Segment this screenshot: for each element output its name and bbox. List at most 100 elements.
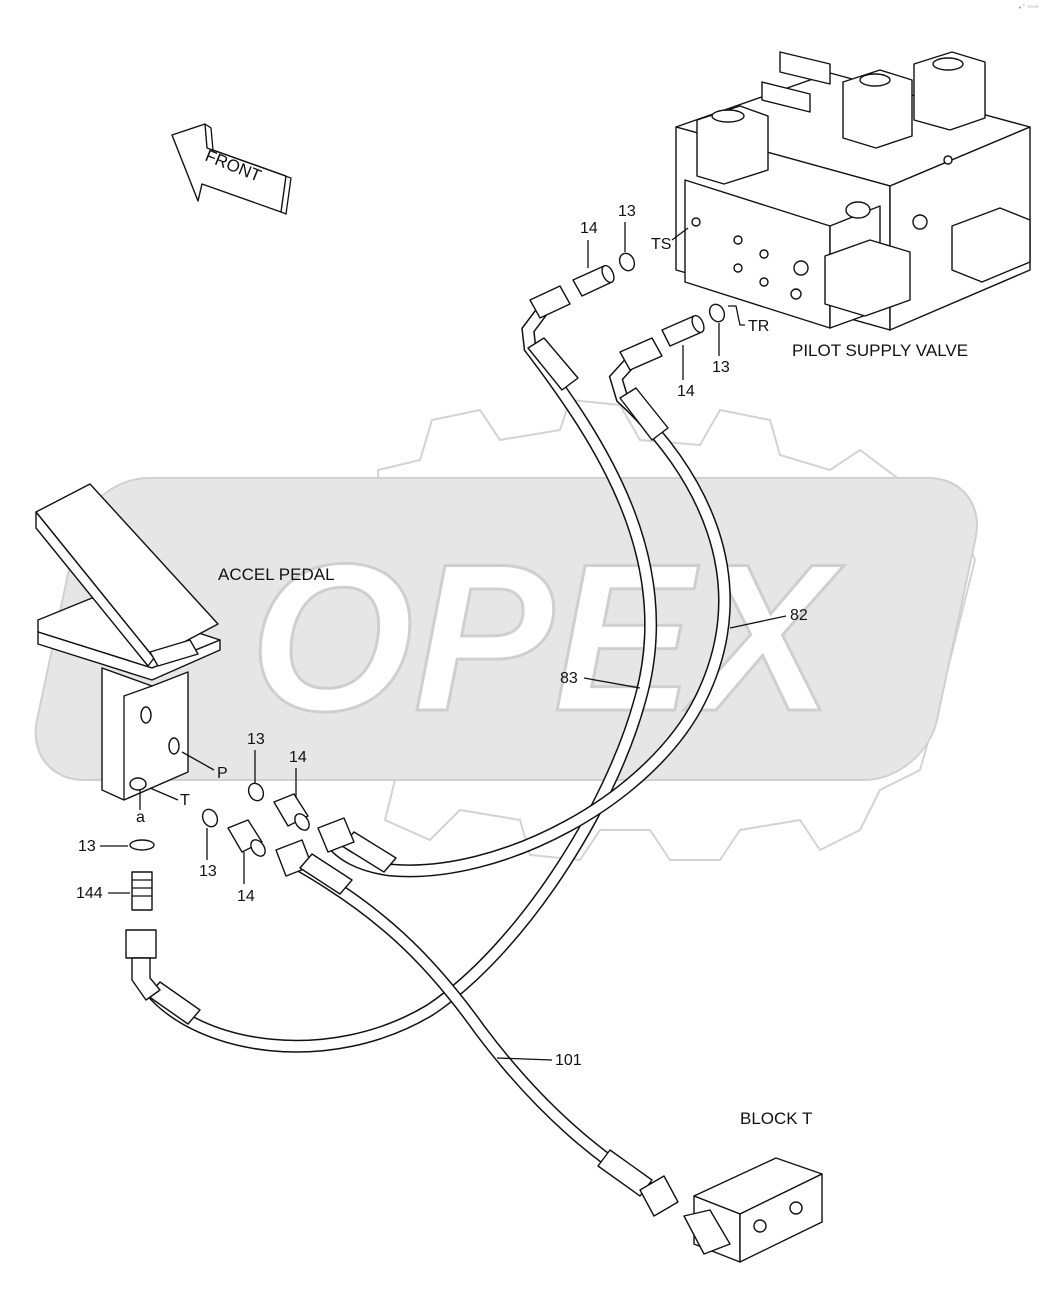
pedal-port-p	[168, 737, 180, 755]
hose-82	[317, 337, 731, 878]
solenoid-2	[842, 69, 913, 149]
pedal-hinge	[149, 639, 199, 667]
t-o-ring-icon	[201, 808, 219, 828]
hose-101-bottom-nut	[639, 1175, 679, 1217]
callout-83: 83	[560, 670, 578, 687]
leader-t-port	[149, 787, 179, 801]
fitting-tr-adapter	[661, 314, 705, 347]
accel-pedal	[35, 483, 221, 801]
valve-fitting-1	[779, 51, 831, 85]
callout-82: 82	[790, 607, 808, 624]
pilot-supply-valve-label: PILOT SUPPLY VALVE	[792, 341, 968, 360]
pedal-footplate-edge	[35, 511, 155, 667]
pedal-port-a	[129, 777, 147, 791]
pedal-port-1	[140, 706, 152, 724]
hose-101-bottom-ferrule	[597, 1149, 653, 1197]
front-arrow: FRONT	[171, 123, 292, 215]
watermark-opex: OPEX	[34, 398, 979, 862]
valve-port-5	[790, 288, 802, 300]
fitting-144-adapter	[131, 871, 153, 911]
solenoid-1-cap	[711, 109, 745, 123]
callout-13-p: 13	[247, 731, 265, 748]
port-p-label: P	[217, 765, 228, 782]
block-t-port-2	[789, 1201, 803, 1215]
leader-101	[496, 1057, 553, 1061]
valve-port-9	[943, 155, 953, 165]
port-t-label: T	[180, 792, 190, 809]
hose-83-pedal-elbow	[131, 957, 161, 1001]
p-adapter-end	[294, 813, 310, 831]
valve-port-4	[759, 277, 769, 287]
hose-82-top-nut	[619, 337, 663, 371]
leader-83	[583, 677, 641, 689]
callout-13-ts: 13	[618, 203, 636, 220]
a-o-ring-icon	[129, 839, 155, 851]
callout-101: 101	[555, 1052, 582, 1069]
pedal-base-edge	[123, 685, 153, 800]
valve-fitting-2	[761, 81, 811, 113]
valve-port-2	[759, 249, 769, 259]
fitting-p-adapter	[273, 793, 310, 831]
front-arrow-depth	[204, 123, 292, 215]
valve-port-6	[793, 260, 809, 276]
valve-plug	[845, 201, 871, 219]
callout-13-t: 13	[199, 863, 217, 880]
accel-pedal-label: ACCEL PEDAL	[218, 565, 335, 584]
p-o-ring-icon	[247, 782, 265, 802]
solenoid-4	[951, 207, 1031, 283]
hose-83-top-ferrule	[527, 337, 579, 391]
block-t	[683, 1157, 823, 1263]
valve-port-3	[733, 263, 743, 273]
ts-adapter-end	[601, 264, 615, 284]
watermark-gear-outline	[308, 398, 977, 862]
hose-101-top-ferrule	[299, 853, 353, 895]
port-ts-label: TS	[651, 236, 671, 253]
callout-144: 144	[76, 885, 103, 902]
valve-port-8	[912, 214, 928, 230]
callout-14-t: 14	[237, 888, 255, 905]
solenoid-1	[696, 105, 769, 185]
valve-port-7	[691, 217, 701, 227]
block-t-label: BLOCK T	[740, 1109, 812, 1128]
callout-14-p: 14	[289, 749, 307, 766]
pilot-supply-valve	[675, 51, 1031, 331]
hose-83-pedal-nut	[125, 929, 157, 959]
fitting-t-adapter	[227, 819, 266, 857]
front-arrow-icon	[171, 123, 287, 213]
solenoid-3	[913, 51, 986, 131]
callout-14-tr: 14	[677, 383, 695, 400]
watermark-text: OPEX	[250, 520, 844, 755]
port-tr-label: TR	[748, 318, 769, 335]
solenoid-2-cap	[859, 73, 891, 87]
tr-adapter-end	[691, 314, 705, 334]
callout-13-a: 13	[78, 838, 96, 855]
hose-83-top-nut	[529, 285, 571, 319]
pedal-plate-edge	[37, 631, 221, 681]
tr-o-ring-icon	[708, 303, 726, 323]
callout-14-ts: 14	[580, 220, 598, 237]
leader-p-port	[181, 751, 215, 771]
solenoid-5	[824, 239, 911, 317]
ts-o-ring-icon	[618, 252, 636, 272]
solenoid-3-cap	[932, 57, 964, 71]
port-a-label: a	[136, 809, 145, 826]
adapter-144-threads	[132, 879, 152, 897]
hose-83	[143, 285, 658, 1053]
adapter-144-icon	[131, 871, 153, 911]
fitting-ts-adapter	[572, 264, 615, 297]
hose-82-top-ferrule	[619, 387, 669, 441]
block-t-side	[739, 1173, 823, 1263]
t-adapter-end	[250, 839, 266, 857]
callout-13-tr: 13	[712, 359, 730, 376]
hose-83-pedal-fitting	[125, 929, 161, 1001]
hose-101	[275, 839, 679, 1217]
leader-tr-port	[728, 305, 745, 326]
block-t-fitting	[683, 1209, 731, 1255]
leader-ts-port	[671, 227, 689, 241]
valve-port-1	[733, 235, 743, 245]
block-t-port-1	[753, 1219, 767, 1233]
hose-82-bottom-nut	[317, 817, 355, 853]
corner-mark: •˜ ᵃˢˢᵉ	[1018, 4, 1039, 12]
leader-82	[729, 615, 787, 629]
